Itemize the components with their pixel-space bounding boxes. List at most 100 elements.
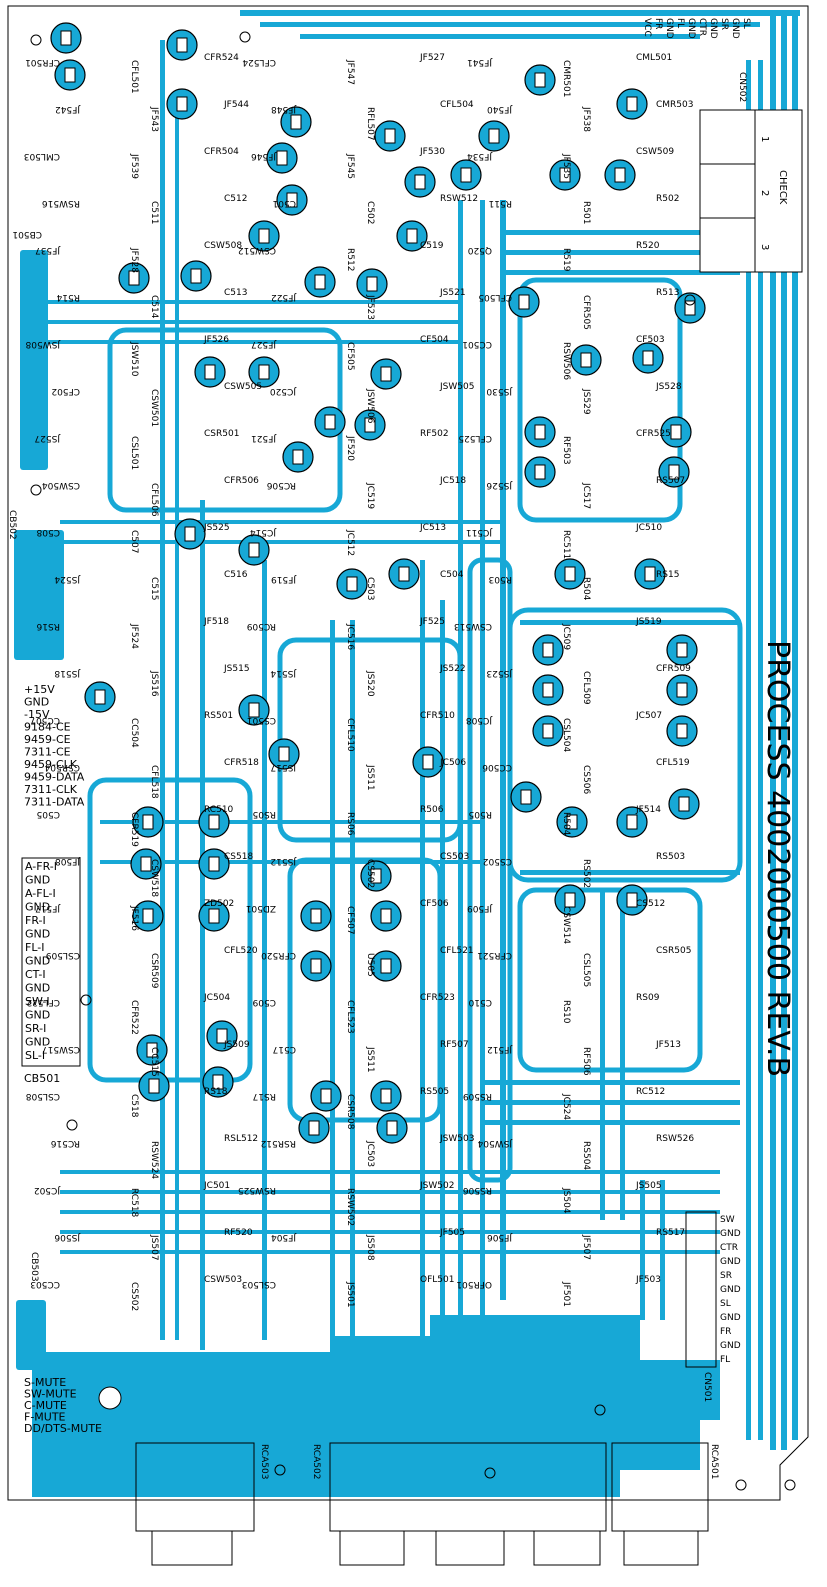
component-label: CSR508 (345, 1094, 355, 1130)
component-label: R502 (656, 194, 679, 204)
mute-label: S-MUTE (24, 1376, 66, 1389)
capacitor-pad (204, 364, 216, 380)
capacitor-pad (626, 814, 638, 830)
component-label: RSW516 (42, 198, 80, 208)
component-label: CFL518 (149, 765, 159, 799)
capacitor-pad (644, 566, 656, 582)
component-label: RF506 (581, 1047, 591, 1076)
component-label: CS506 (581, 765, 591, 794)
component-label: JF537 (35, 245, 61, 255)
capacitor-pad (460, 167, 472, 183)
cn501-pin: SR (720, 1271, 732, 1281)
component-label: C509 (252, 997, 276, 1007)
component-label: JF530 (419, 147, 445, 157)
mute-label: C-MUTE (24, 1399, 67, 1412)
cb501b-label: CB501 (12, 229, 42, 239)
capacitor-pad (370, 868, 382, 884)
component-label: CSW518 (149, 859, 159, 897)
component-label: JC514 (250, 527, 277, 537)
component-label: CFL504 (440, 100, 474, 110)
power-label: 9184-CE (24, 721, 71, 734)
component-label: JF503 (635, 1275, 661, 1285)
cn502-pin: CTR (697, 18, 707, 36)
component-label: R512 (345, 248, 355, 271)
component-label: JF527 (251, 339, 277, 349)
component-label: U505 (365, 953, 375, 977)
component-label: JS516 (149, 670, 159, 697)
component-label: CSW513 (454, 621, 492, 631)
component-label: CFL519 (656, 758, 690, 768)
component-label: RSR512 (261, 1138, 296, 1148)
cb501-pin: SW-I (25, 995, 50, 1008)
capacitor-pad (614, 167, 626, 183)
component-label: JSW505 (439, 382, 474, 392)
component-label: RS517 (656, 1228, 685, 1238)
cn501-pin: FL (720, 1355, 730, 1365)
component-label: JSW510 (129, 341, 139, 377)
capacitor-pad (414, 174, 426, 190)
component-label: CFL501 (129, 60, 139, 94)
cn501-pin: GND (720, 1257, 741, 1267)
component-label: JF525 (419, 617, 445, 627)
component-label: JC503 (365, 1140, 375, 1167)
component-label: JF538 (581, 106, 591, 132)
capacitor-pad (668, 464, 680, 480)
capacitor-pad (190, 268, 202, 284)
component-label: CFR504 (204, 147, 239, 157)
cn502-pin: GND (686, 18, 696, 39)
component-label: JS512 (270, 856, 297, 866)
capacitor-pad (488, 128, 500, 144)
capacitor-pad (146, 1042, 158, 1058)
component-label: JS530 (486, 386, 513, 396)
component-label: JF519 (271, 574, 297, 584)
component-label: C518 (129, 1094, 139, 1118)
component-label: CF505 (345, 342, 355, 371)
component-label: JS511 (365, 764, 375, 791)
cb501-pin: FL-I (25, 941, 44, 954)
component-label: RS504 (581, 1141, 591, 1170)
component-label: C515 (149, 577, 159, 600)
component-label: CFL505 (478, 292, 512, 302)
capacitor-pad (542, 682, 554, 698)
component-label: CSW512 (238, 245, 276, 255)
component-label: JF506 (487, 1232, 513, 1242)
component-label: CC507 (30, 715, 60, 725)
component-label: JSW504 (477, 1138, 513, 1148)
component-label: JS524 (54, 574, 81, 584)
power-label: 9459-CLK (24, 758, 78, 771)
rca-jacks: RCA503 RCA502 RCA501 (135, 1442, 719, 1566)
component-label: RSW502 (345, 1188, 355, 1226)
component-label: JS522 (439, 664, 466, 674)
capacitor-pad (534, 72, 546, 88)
cn501-pin: GND (720, 1285, 741, 1295)
component-label: RSL512 (224, 1134, 258, 1144)
component-label: CF504 (420, 335, 449, 345)
component-label: JS506 (54, 1232, 81, 1242)
component-label: OFL501 (420, 1275, 454, 1285)
component-label: JF522 (271, 292, 297, 302)
component-label: CFL509 (581, 671, 591, 705)
component-label: JC507 (635, 711, 662, 721)
capacitor-pad (184, 526, 196, 542)
capacitor-pad (534, 464, 546, 480)
check-col-3: 3 (759, 244, 770, 250)
component-label: JS507 (149, 1234, 159, 1261)
component-label: CSL508 (26, 1091, 60, 1101)
component-label: CFR524 (204, 53, 239, 63)
board-title: PROCESS 4002000500 REV.B (760, 640, 795, 1077)
component-label: JF527 (419, 53, 445, 63)
cn502-pin: GND (664, 18, 674, 39)
capacitor-pad (364, 417, 376, 433)
component-label: JC506 (439, 758, 466, 768)
component-label: JSW508 (25, 339, 61, 349)
component-label: Q520 (467, 245, 492, 255)
component-label: CFR522 (129, 1000, 139, 1035)
component-label: JF543 (149, 106, 159, 132)
capacitor-pad (308, 1120, 320, 1136)
capacitor-pad (176, 37, 188, 53)
component-label: CS502 (483, 856, 512, 866)
